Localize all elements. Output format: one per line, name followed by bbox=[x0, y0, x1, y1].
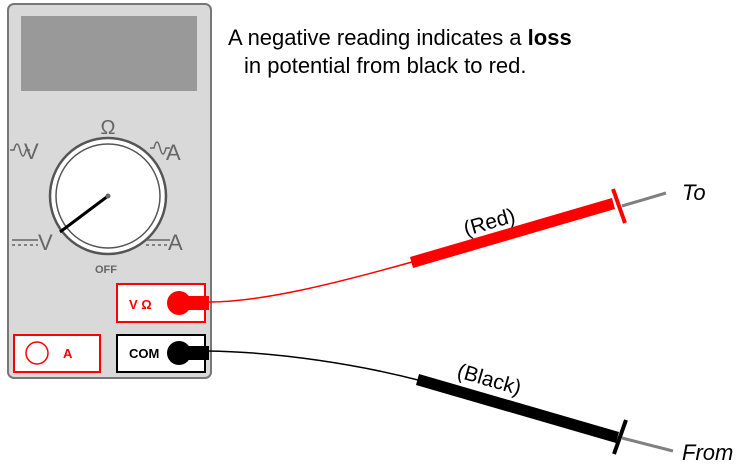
black-probe-tip bbox=[621, 436, 674, 453]
red-plug-sleeve bbox=[179, 296, 209, 310]
ac-voltage-label: V bbox=[24, 139, 39, 164]
black-probe-handle bbox=[416, 374, 619, 443]
red-probe-guard bbox=[611, 188, 627, 224]
selector-pointer bbox=[59, 194, 109, 234]
black-wire bbox=[207, 350, 419, 381]
black-probe-guard bbox=[612, 419, 628, 455]
red-test-lead[interactable] bbox=[167, 188, 667, 315]
dc-current-symbol bbox=[146, 239, 170, 246]
dc-current-label: A bbox=[168, 230, 183, 255]
dial-ohm-label: Ω bbox=[101, 117, 116, 139]
ac-current-symbol bbox=[150, 141, 170, 155]
black-plug-sleeve bbox=[179, 346, 209, 360]
selector-pivot bbox=[105, 193, 111, 199]
meter-display bbox=[21, 16, 197, 91]
dc-voltage-symbol bbox=[12, 239, 38, 246]
caption-bold-word: loss bbox=[527, 25, 572, 50]
dc-voltage-label: V bbox=[38, 230, 53, 255]
caption-prefix: A negative reading indicates a bbox=[228, 25, 528, 50]
red-probe-handle bbox=[410, 198, 615, 268]
jack-com-label: COM bbox=[129, 346, 159, 361]
jack-volt-ohm-label: V Ω bbox=[129, 297, 152, 312]
black-probe-end-label: From bbox=[682, 440, 733, 465]
jack-amp[interactable]: A bbox=[13, 334, 101, 373]
red-probe-tip bbox=[621, 191, 667, 208]
ac-current-label: A bbox=[166, 140, 181, 165]
ac-voltage-symbol bbox=[10, 143, 30, 157]
caption: A negative reading indicates a loss in p… bbox=[228, 24, 572, 80]
jack-amp-label: A bbox=[63, 346, 73, 361]
red-probe-end-label: To bbox=[682, 180, 706, 205]
selector-dial-inner-ring bbox=[55, 143, 161, 249]
jack-com[interactable]: COM bbox=[116, 334, 206, 373]
dial-off-label: OFF bbox=[95, 264, 117, 276]
red-wire bbox=[207, 261, 413, 303]
caption-line-2: in potential from black to red. bbox=[244, 53, 527, 78]
black-test-lead[interactable] bbox=[167, 341, 674, 455]
jack-amp-socket bbox=[25, 341, 49, 365]
